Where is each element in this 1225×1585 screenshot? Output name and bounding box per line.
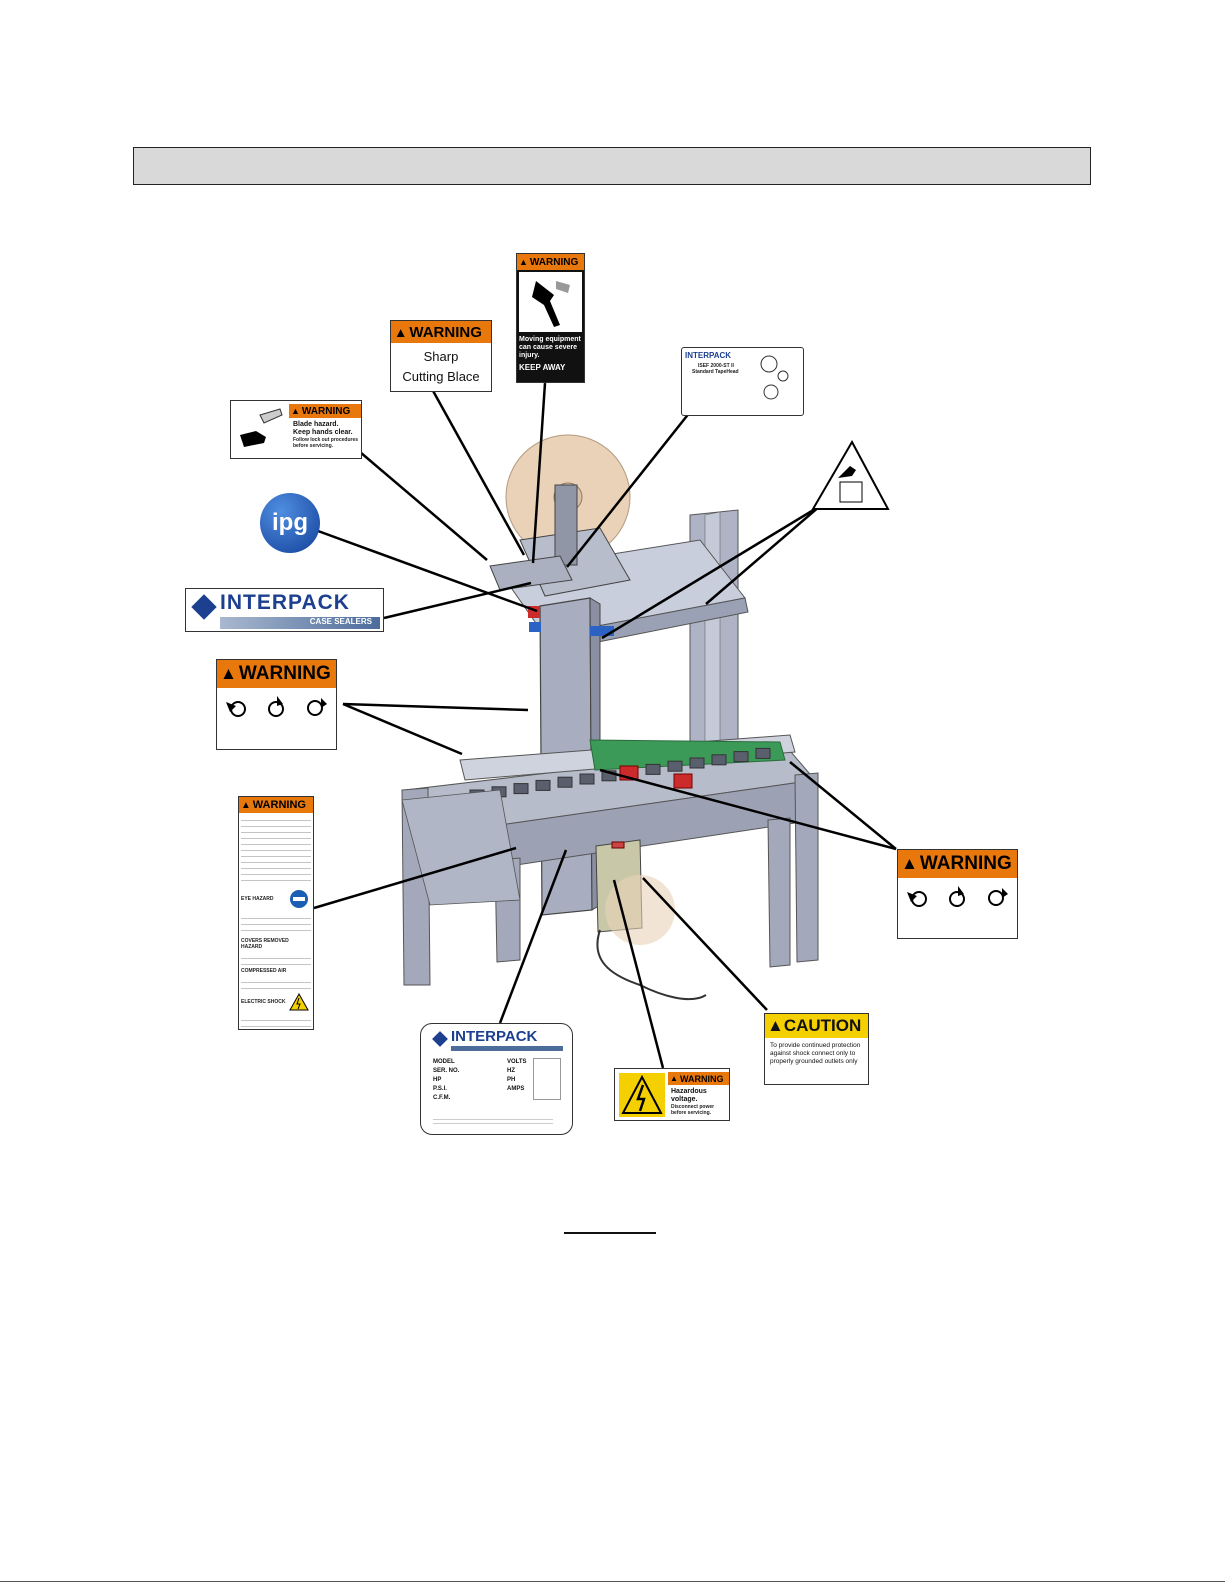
pinch-point-icon <box>906 891 927 907</box>
moving-label-keep-away: KEEP AWAY <box>519 363 566 372</box>
pinch-point-icon <box>268 696 285 717</box>
warning-triangle-icon: ▲ <box>291 406 300 416</box>
nameplate-volts: VOLTS <box>507 1059 527 1065</box>
warning-triangle-icon: ▲ <box>220 664 237 683</box>
sharp-label-line1: Sharp <box>423 349 459 364</box>
nameplate-amps: AMPS <box>507 1086 525 1092</box>
nameplate-cfm: C.F.M. <box>433 1095 451 1101</box>
page-bottom-rule <box>0 1581 1225 1582</box>
nameplate-ph: PH <box>507 1077 516 1083</box>
warning-triangle-icon: ▲ <box>394 324 408 340</box>
blade-label-line3: Follow lock out procedures before servic… <box>293 437 359 449</box>
pinch-point-icon <box>949 886 966 907</box>
sharp-label-line2: Cutting Blace <box>402 369 480 384</box>
interpack-logo-label: INTERPACK CASE SEALERS <box>185 588 384 632</box>
conveyor-roller <box>645 763 661 775</box>
warning-triangle-icon: ▲ <box>519 257 528 267</box>
conveyor-roller <box>513 783 529 795</box>
caution-label-text: To provide continued protection against … <box>770 1042 861 1065</box>
pinch-warning-label-left: ▲WARNING <box>216 659 337 750</box>
pinch-point-icon <box>988 888 1009 906</box>
pinch-right-header: ▲WARNING <box>898 850 1017 878</box>
drive-units <box>528 606 693 789</box>
caution-label-header: ▲CAUTION <box>765 1014 868 1038</box>
leader-lines <box>313 382 897 1069</box>
conveyor-roller <box>755 747 771 759</box>
blade-label-line2: Keep hands clear. <box>293 429 353 436</box>
tapehead-line1: ISEF 2000-ST II <box>698 363 734 369</box>
conveyor-roller <box>667 760 683 772</box>
tapehead-brand: INTERPACK <box>685 351 732 360</box>
tapehead-label: INTERPACK ISEF 2000-ST II Standard TapeH… <box>681 347 804 416</box>
pinch-point-triangle-label <box>811 439 890 510</box>
conveyor-roller <box>711 754 727 766</box>
conveyor-roller <box>557 776 573 788</box>
pinch-warning-label-right: ▲WARNING <box>897 849 1018 939</box>
nameplate-serial: SER. NO. <box>433 1068 460 1074</box>
covers-removed-title: COVERS REMOVED HAZARD <box>241 938 289 950</box>
caution-label: ▲CAUTION To provide continued protection… <box>764 1013 869 1085</box>
sharp-blade-label: ▲WARNING Sharp Cutting Blace <box>390 320 492 392</box>
warning-triangle-icon: ▲ <box>241 799 251 811</box>
conveyor-bed <box>404 734 816 879</box>
moving-label-text: Moving equipment can cause severe injury… <box>519 336 581 359</box>
pinch-left-header: ▲WARNING <box>217 660 336 688</box>
interpack-cube-icon <box>191 594 217 620</box>
nameplate-model: MODEL <box>433 1059 455 1065</box>
pinch-point-icon <box>307 698 328 716</box>
interpack-logo-brand: INTERPACK <box>220 591 350 614</box>
conveyor-roller <box>689 757 705 769</box>
conveyor-roller <box>733 751 749 763</box>
voltage-label-line1: Hazardous voltage. <box>671 1088 707 1103</box>
compressed-air-title: COMPRESSED AIR <box>241 968 287 974</box>
warning-triangle-icon: ▲ <box>901 854 918 873</box>
moving-equipment-label: ▲WARNING Moving equipment can cause seve… <box>516 253 585 383</box>
machine-legs <box>401 772 819 986</box>
interpack-cube-icon <box>432 1031 448 1047</box>
conveyor-roller <box>579 773 595 785</box>
figure-caption-rule <box>564 1232 656 1234</box>
nameplate-psi: P.S.I. <box>433 1086 447 1092</box>
blade-hazard-label: ▲WARNING Blade hazard. Keep hands clear.… <box>230 400 362 459</box>
nameplate-brand: INTERPACK <box>451 1028 538 1045</box>
conveyor-roller <box>601 770 617 782</box>
pinch-point-icons <box>217 688 336 718</box>
nameplate-hp: HP <box>433 1077 442 1083</box>
sharp-label-header: ▲WARNING <box>391 321 491 343</box>
eye-hazard-title: EYE HAZARD <box>241 896 274 902</box>
section-header-bar <box>133 147 1091 185</box>
interpack-logo-sub: CASE SEALERS <box>220 617 380 629</box>
hazardous-voltage-label: ▲WARNING Hazardous voltage. Disconnect p… <box>614 1068 730 1121</box>
pinch-point-icons <box>898 878 1017 908</box>
manual-label-header: ▲WARNING <box>239 797 313 813</box>
nameplate-hz: HZ <box>507 1068 515 1074</box>
manual-warning-label: ▲WARNING EYE HAZARD COVERS REMOVED HAZAR… <box>238 796 314 1030</box>
hand-crush-icon <box>519 272 582 332</box>
warning-triangle-icon: ▲ <box>670 1074 679 1083</box>
electric-shock-icon <box>619 1073 665 1117</box>
hand-blade-icon <box>234 407 286 453</box>
voltage-label-line2: Disconnect power before servicing. <box>671 1104 715 1116</box>
blade-label-header: ▲WARNING <box>289 404 361 418</box>
moving-label-header: ▲WARNING <box>517 254 584 270</box>
pinch-point-icon <box>225 701 246 717</box>
conveyor-roller <box>535 779 551 791</box>
eye-protection-icon <box>290 890 308 908</box>
blade-label-line1: Blade hazard. <box>293 421 339 428</box>
tape-threading-icon <box>760 355 789 400</box>
electric-shock-title: ELECTRIC SHOCK <box>241 999 286 1005</box>
ipg-text: ipg <box>272 509 308 536</box>
ipg-badge: ipg <box>260 493 320 553</box>
electric-shock-icon <box>289 993 309 1011</box>
voltage-label-header: ▲WARNING <box>668 1072 729 1085</box>
warning-triangle-icon: ▲ <box>767 1016 784 1035</box>
tapehead-line2: Standard TapeHead <box>692 369 739 375</box>
nameplate-label: INTERPACK MODEL SER. NO. HP P.S.I. C.F.M… <box>420 1023 573 1135</box>
